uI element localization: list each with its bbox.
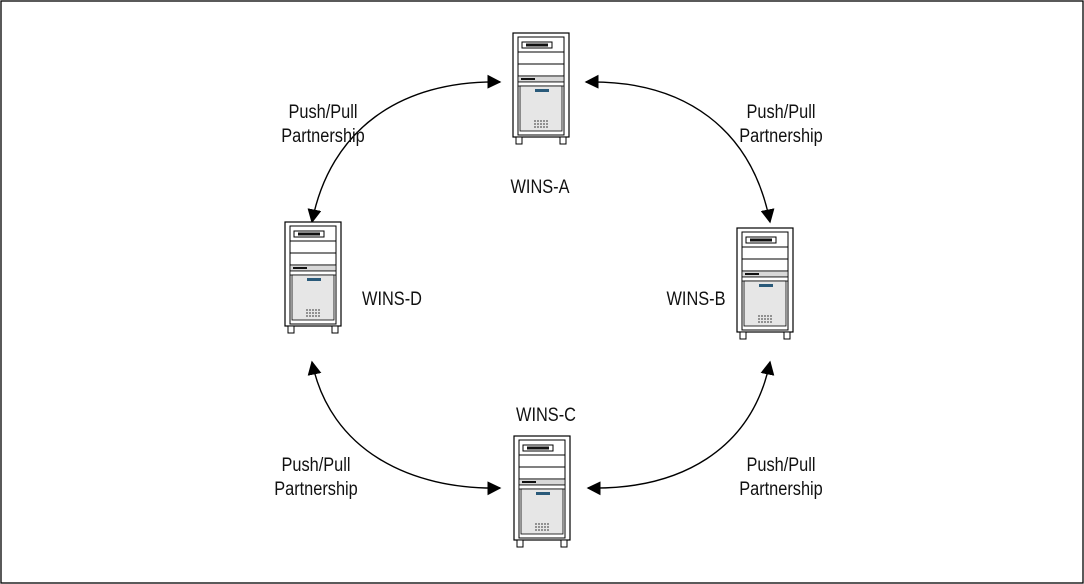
partnership-label-d-c: Push/Pull Partnership	[269, 454, 364, 502]
arrow-wins-b-wins-c	[586, 360, 775, 496]
arrow-wins-a-wins-d	[307, 74, 502, 224]
server-wins-a-icon	[512, 32, 570, 145]
server-label-wins-a: WINS-A	[510, 177, 570, 198]
partnership-label-b-c: Push/Pull Partnership	[734, 454, 829, 502]
partnership-label-a-b-line2: Partnership	[739, 126, 823, 147]
partnership-label-a-d: Push/Pull Partnership	[276, 101, 371, 149]
partnership-label-a-d-line2: Partnership	[281, 126, 365, 147]
server-label-wins-b: WINS-B	[666, 289, 726, 310]
server-wins-c-icon	[513, 435, 571, 548]
arrow-wins-a-wins-b	[584, 74, 775, 224]
server-wins-d-icon	[284, 221, 342, 334]
partnership-label-b-c-line1: Push/Pull	[746, 455, 816, 476]
server-wins-b-icon	[736, 227, 794, 340]
server-label-wins-d: WINS-D	[362, 289, 422, 310]
partnership-label-a-b-line1: Push/Pull	[746, 102, 816, 123]
partnership-label-a-d-line1: Push/Pull	[288, 102, 358, 123]
server-label-wins-c: WINS-C	[516, 405, 576, 426]
arrow-wins-d-wins-c	[307, 360, 502, 496]
partnership-label-a-b: Push/Pull Partnership	[734, 101, 829, 149]
partnership-label-d-c-line1: Push/Pull	[281, 455, 351, 476]
partnership-label-d-c-line2: Partnership	[274, 479, 358, 500]
partnership-label-b-c-line2: Partnership	[739, 479, 823, 500]
